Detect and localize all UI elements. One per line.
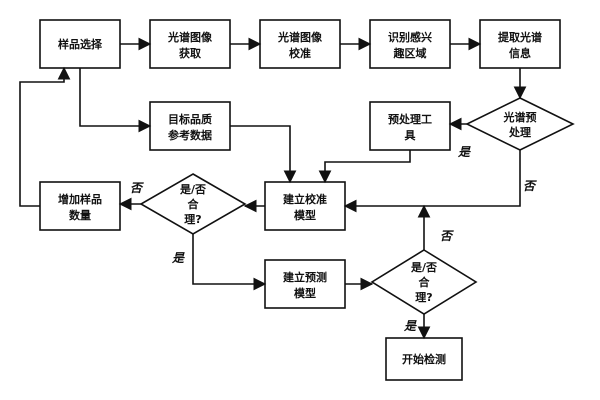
node-reference-data: 目标品质 参考数据	[149, 101, 231, 151]
node-identify-roi-line-1: 识别感兴	[388, 30, 432, 44]
node-build-calibration-line-1: 建立校准	[283, 192, 327, 206]
node-add-samples-line-1: 增加样品	[58, 192, 102, 206]
node-build-calibration: 建立校准 模型	[264, 181, 346, 231]
node-reference-data-line-2: 参考数据	[168, 128, 212, 142]
node-spectrum-capture-line-1: 光谱图像	[167, 30, 213, 44]
node-spectrum-calibrate-line-1: 光谱图像	[277, 30, 323, 44]
edge-decision-1-yes-to-prediction	[192, 234, 267, 291]
node-spectrum-capture: 光谱图像 获取	[149, 19, 231, 69]
node-start-detection-line-1: 开始检测	[402, 352, 446, 366]
edge-reference-to-calibration	[230, 125, 297, 184]
edge-label-no-decision-2: 否	[440, 229, 454, 243]
node-reference-data-line-1: 目标品质	[168, 112, 212, 126]
edge-label-yes-decision-1: 是	[171, 251, 185, 265]
node-extract-info-line-2: 信息	[509, 46, 531, 60]
node-decision-2-line-1: 是/否	[410, 261, 437, 274]
node-preprocess-tools-line-2: 具	[405, 129, 416, 142]
node-start-detection: 开始检测	[385, 337, 463, 381]
node-decision-1-line-1: 是/否	[179, 183, 206, 196]
node-build-prediction-line-1: 建立预测	[283, 270, 327, 284]
node-decision-1: 是/否 合 理?	[139, 173, 247, 235]
node-add-samples-line-2: 数量	[69, 208, 91, 222]
node-decision-2-line-2: 合	[419, 275, 431, 289]
node-spectrum-calibrate: 光谱图像 校准	[259, 19, 341, 69]
node-extract-info: 提取光谱 信息	[479, 19, 561, 69]
edge-tools-to-calibration	[318, 150, 411, 184]
edge-preprocess-no-to-calibration	[343, 150, 521, 213]
node-spectral-preprocess: 光谱预 处理	[465, 97, 575, 151]
node-preprocess-tools: 预处理工 具	[369, 101, 451, 151]
node-build-prediction: 建立预测 模型	[264, 259, 346, 309]
node-add-samples: 增加样品 数量	[39, 181, 121, 231]
node-decision-1-line-3: 理?	[184, 213, 201, 226]
edge-label-no-decision-1: 否	[130, 181, 144, 195]
node-decision-2: 是/否 合 理?	[370, 249, 478, 315]
edge-label-yes-preprocess: 是	[457, 145, 471, 159]
node-identify-roi-line-2: 趣区域	[393, 46, 427, 60]
node-spectrum-capture-line-2: 获取	[179, 46, 201, 60]
node-build-calibration-line-2: 模型	[294, 208, 316, 222]
node-sample-selection-line-1: 样品选择	[58, 37, 103, 51]
node-extract-info-line-1: 提取光谱	[498, 30, 542, 44]
edge-sample-to-reference	[79, 68, 152, 133]
node-identify-roi: 识别感兴 趣区域	[369, 19, 451, 69]
node-sample-selection: 样品选择	[39, 19, 121, 69]
edge-label-no-preprocess: 否	[523, 179, 537, 193]
node-build-prediction-line-2: 模型	[294, 286, 316, 300]
node-spectral-preprocess-line-1: 光谱预	[503, 110, 537, 124]
edge-add-to-sample	[19, 66, 71, 207]
node-preprocess-tools-line-1: 预处理工	[388, 112, 432, 126]
node-spectrum-calibrate-line-2: 校准	[289, 46, 311, 60]
node-decision-1-line-2: 合	[188, 197, 200, 211]
edge-label-yes-decision-2: 是	[403, 319, 417, 333]
node-decision-2-line-3: 理?	[415, 291, 432, 304]
node-spectral-preprocess-line-2: 处理	[508, 125, 531, 139]
